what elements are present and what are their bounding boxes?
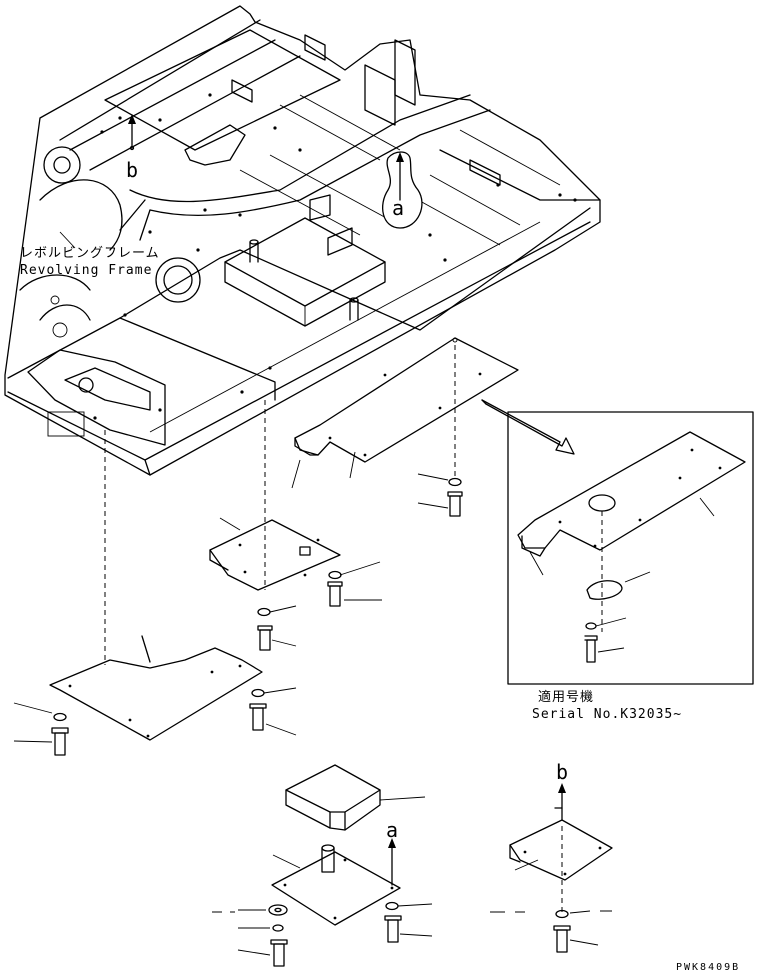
inset-label-en: Serial No.K32035~	[532, 707, 683, 722]
marker-a-frame: a	[392, 196, 405, 220]
cover-plate-a	[237, 764, 433, 967]
frame-label-en: Revolving Frame	[20, 263, 153, 278]
marker-a-plate: a	[386, 818, 399, 842]
serial-detail-inset	[507, 411, 754, 685]
marker-b-plate: b	[556, 760, 569, 784]
detail-arrow	[481, 399, 575, 455]
frame-label-leader	[59, 231, 76, 249]
cover-plate-b	[212, 783, 613, 953]
drawing-code: PWK8409B	[676, 962, 741, 973]
callout-a-frame	[382, 151, 423, 229]
marker-b-frame: b	[126, 158, 139, 182]
inset-label-jp: 適用号機	[538, 690, 595, 705]
frame-label-jp: レボルビングフレーム	[20, 246, 160, 261]
undercover-left	[13, 430, 297, 756]
revolving-frame	[4, 5, 601, 476]
undercover-right	[291, 337, 519, 517]
undercover-center	[209, 400, 382, 651]
